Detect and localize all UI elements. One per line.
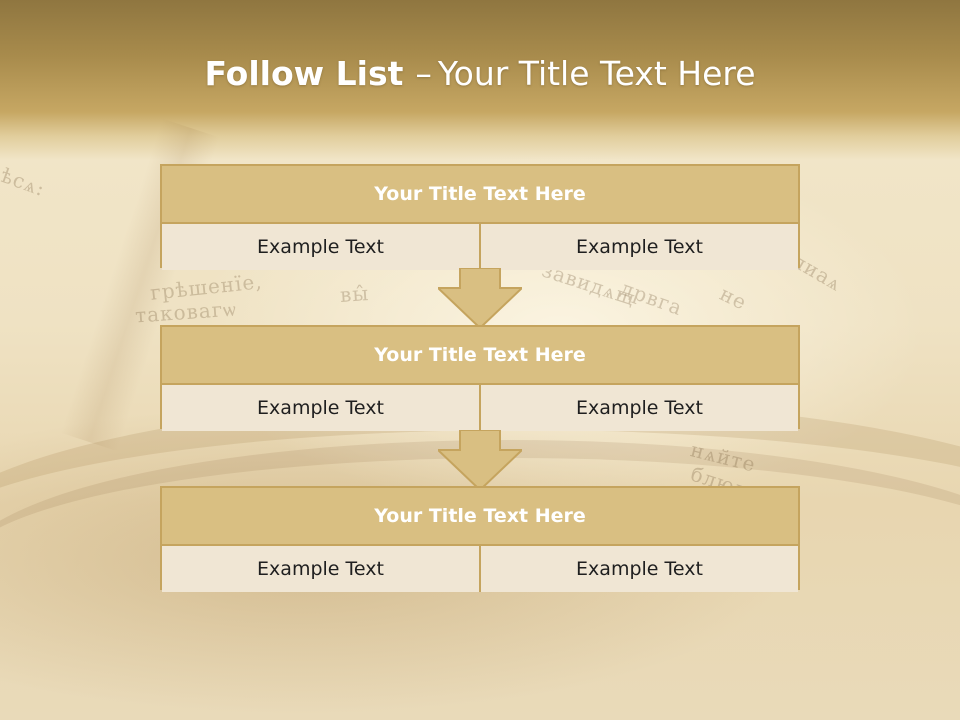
- slide-title-rest: Your Title Text Here: [437, 54, 756, 93]
- slide-title-bold: Follow List: [204, 54, 404, 93]
- list-block-title: Your Title Text Here: [162, 488, 798, 546]
- list-block-title: Your Title Text Here: [162, 327, 798, 385]
- background-script-texture: не: [716, 281, 752, 315]
- down-arrow-icon: [438, 268, 522, 328]
- down-arrow-icon: [438, 430, 522, 490]
- background-script-texture: дрвга: [617, 275, 686, 321]
- list-block-cell-right: Example Text: [479, 224, 798, 270]
- title-band: [0, 0, 960, 160]
- list-block-title: Your Title Text Here: [162, 166, 798, 224]
- list-block-3: Your Title Text Here Example Text Exampl…: [160, 486, 800, 592]
- background-script-texture: ѣсѧ:: [0, 162, 49, 202]
- slide-title-separator: –: [415, 54, 432, 93]
- background-script-texture: вы̂: [339, 281, 370, 307]
- slide-title: Follow List–Your Title Text Here: [0, 54, 960, 93]
- list-block-cell-left: Example Text: [162, 224, 479, 270]
- list-block-cell-right: Example Text: [479, 385, 798, 431]
- list-block-cell-left: Example Text: [162, 546, 479, 592]
- list-block-1: Your Title Text Here Example Text Exampl…: [160, 164, 800, 270]
- list-block-cell-right: Example Text: [479, 546, 798, 592]
- list-block-2: Your Title Text Here Example Text Exampl…: [160, 325, 800, 431]
- list-block-row: Example Text Example Text: [162, 385, 798, 431]
- list-block-cell-left: Example Text: [162, 385, 479, 431]
- list-block-row: Example Text Example Text: [162, 546, 798, 592]
- list-block-row: Example Text Example Text: [162, 224, 798, 270]
